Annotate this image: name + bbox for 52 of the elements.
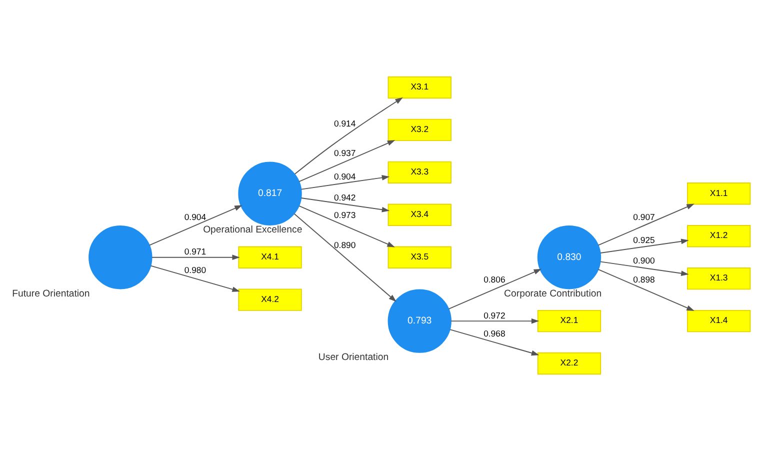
edge-label: 0.971 — [184, 246, 206, 256]
edge-label: 0.900 — [633, 254, 655, 265]
node-box: X3.1 — [388, 76, 452, 98]
node-box: X2.1 — [537, 309, 602, 332]
node-circle: 0.830 — [537, 225, 602, 289]
edge-label: 0.914 — [334, 118, 356, 128]
arrow — [152, 254, 240, 260]
node-box: X1.4 — [686, 309, 751, 332]
arrow — [598, 203, 694, 246]
node-box: X2.2 — [537, 352, 602, 374]
node-box: X3.2 — [388, 118, 452, 141]
arrow — [450, 318, 540, 324]
edge-label: 0.890 — [334, 239, 356, 250]
edge-label: 0.972 — [484, 310, 506, 320]
edge-label: 0.806 — [484, 274, 506, 284]
node-label: User Orientation — [318, 352, 389, 363]
node-label: Future Orientation — [12, 288, 90, 299]
node-box: X1.3 — [686, 266, 751, 290]
edge-label: 0.925 — [633, 234, 655, 245]
node-box: X4.2 — [238, 288, 302, 310]
node-box: X3.4 — [388, 203, 452, 226]
node-box: X3.5 — [388, 246, 452, 268]
node-circle — [88, 225, 152, 289]
edge-label: 0.973 — [334, 209, 356, 220]
edge-label: 0.937 — [334, 148, 356, 158]
node-box: X4.1 — [238, 246, 302, 268]
arrow — [300, 197, 390, 212]
arrow — [150, 264, 240, 292]
edge-label: 0.942 — [334, 192, 356, 202]
arrow — [298, 140, 396, 182]
arrow — [600, 260, 689, 276]
arrow — [294, 212, 396, 302]
node-label: Operational Excellence — [203, 224, 302, 236]
arrow — [298, 204, 395, 247]
edge-label: 0.968 — [484, 328, 506, 338]
arrow — [450, 328, 540, 356]
node-box: X1.2 — [686, 224, 751, 247]
edge-label: 0.907 — [633, 211, 655, 222]
arrow — [600, 238, 689, 253]
edge-label: 0.898 — [633, 274, 655, 284]
edge-label: 0.980 — [184, 264, 206, 274]
edge-label: 0.904 — [184, 211, 206, 222]
arrow — [598, 268, 694, 310]
node-box: X3.3 — [388, 160, 452, 184]
arrow — [149, 204, 242, 246]
arrow — [448, 268, 542, 309]
arrow — [294, 96, 403, 174]
edge-label: 0.904 — [334, 170, 356, 181]
node-label: Corporate Contribution — [504, 288, 602, 299]
node-circle: 0.817 — [238, 161, 302, 225]
arrow — [300, 174, 390, 190]
node-box: X1.1 — [686, 182, 751, 204]
